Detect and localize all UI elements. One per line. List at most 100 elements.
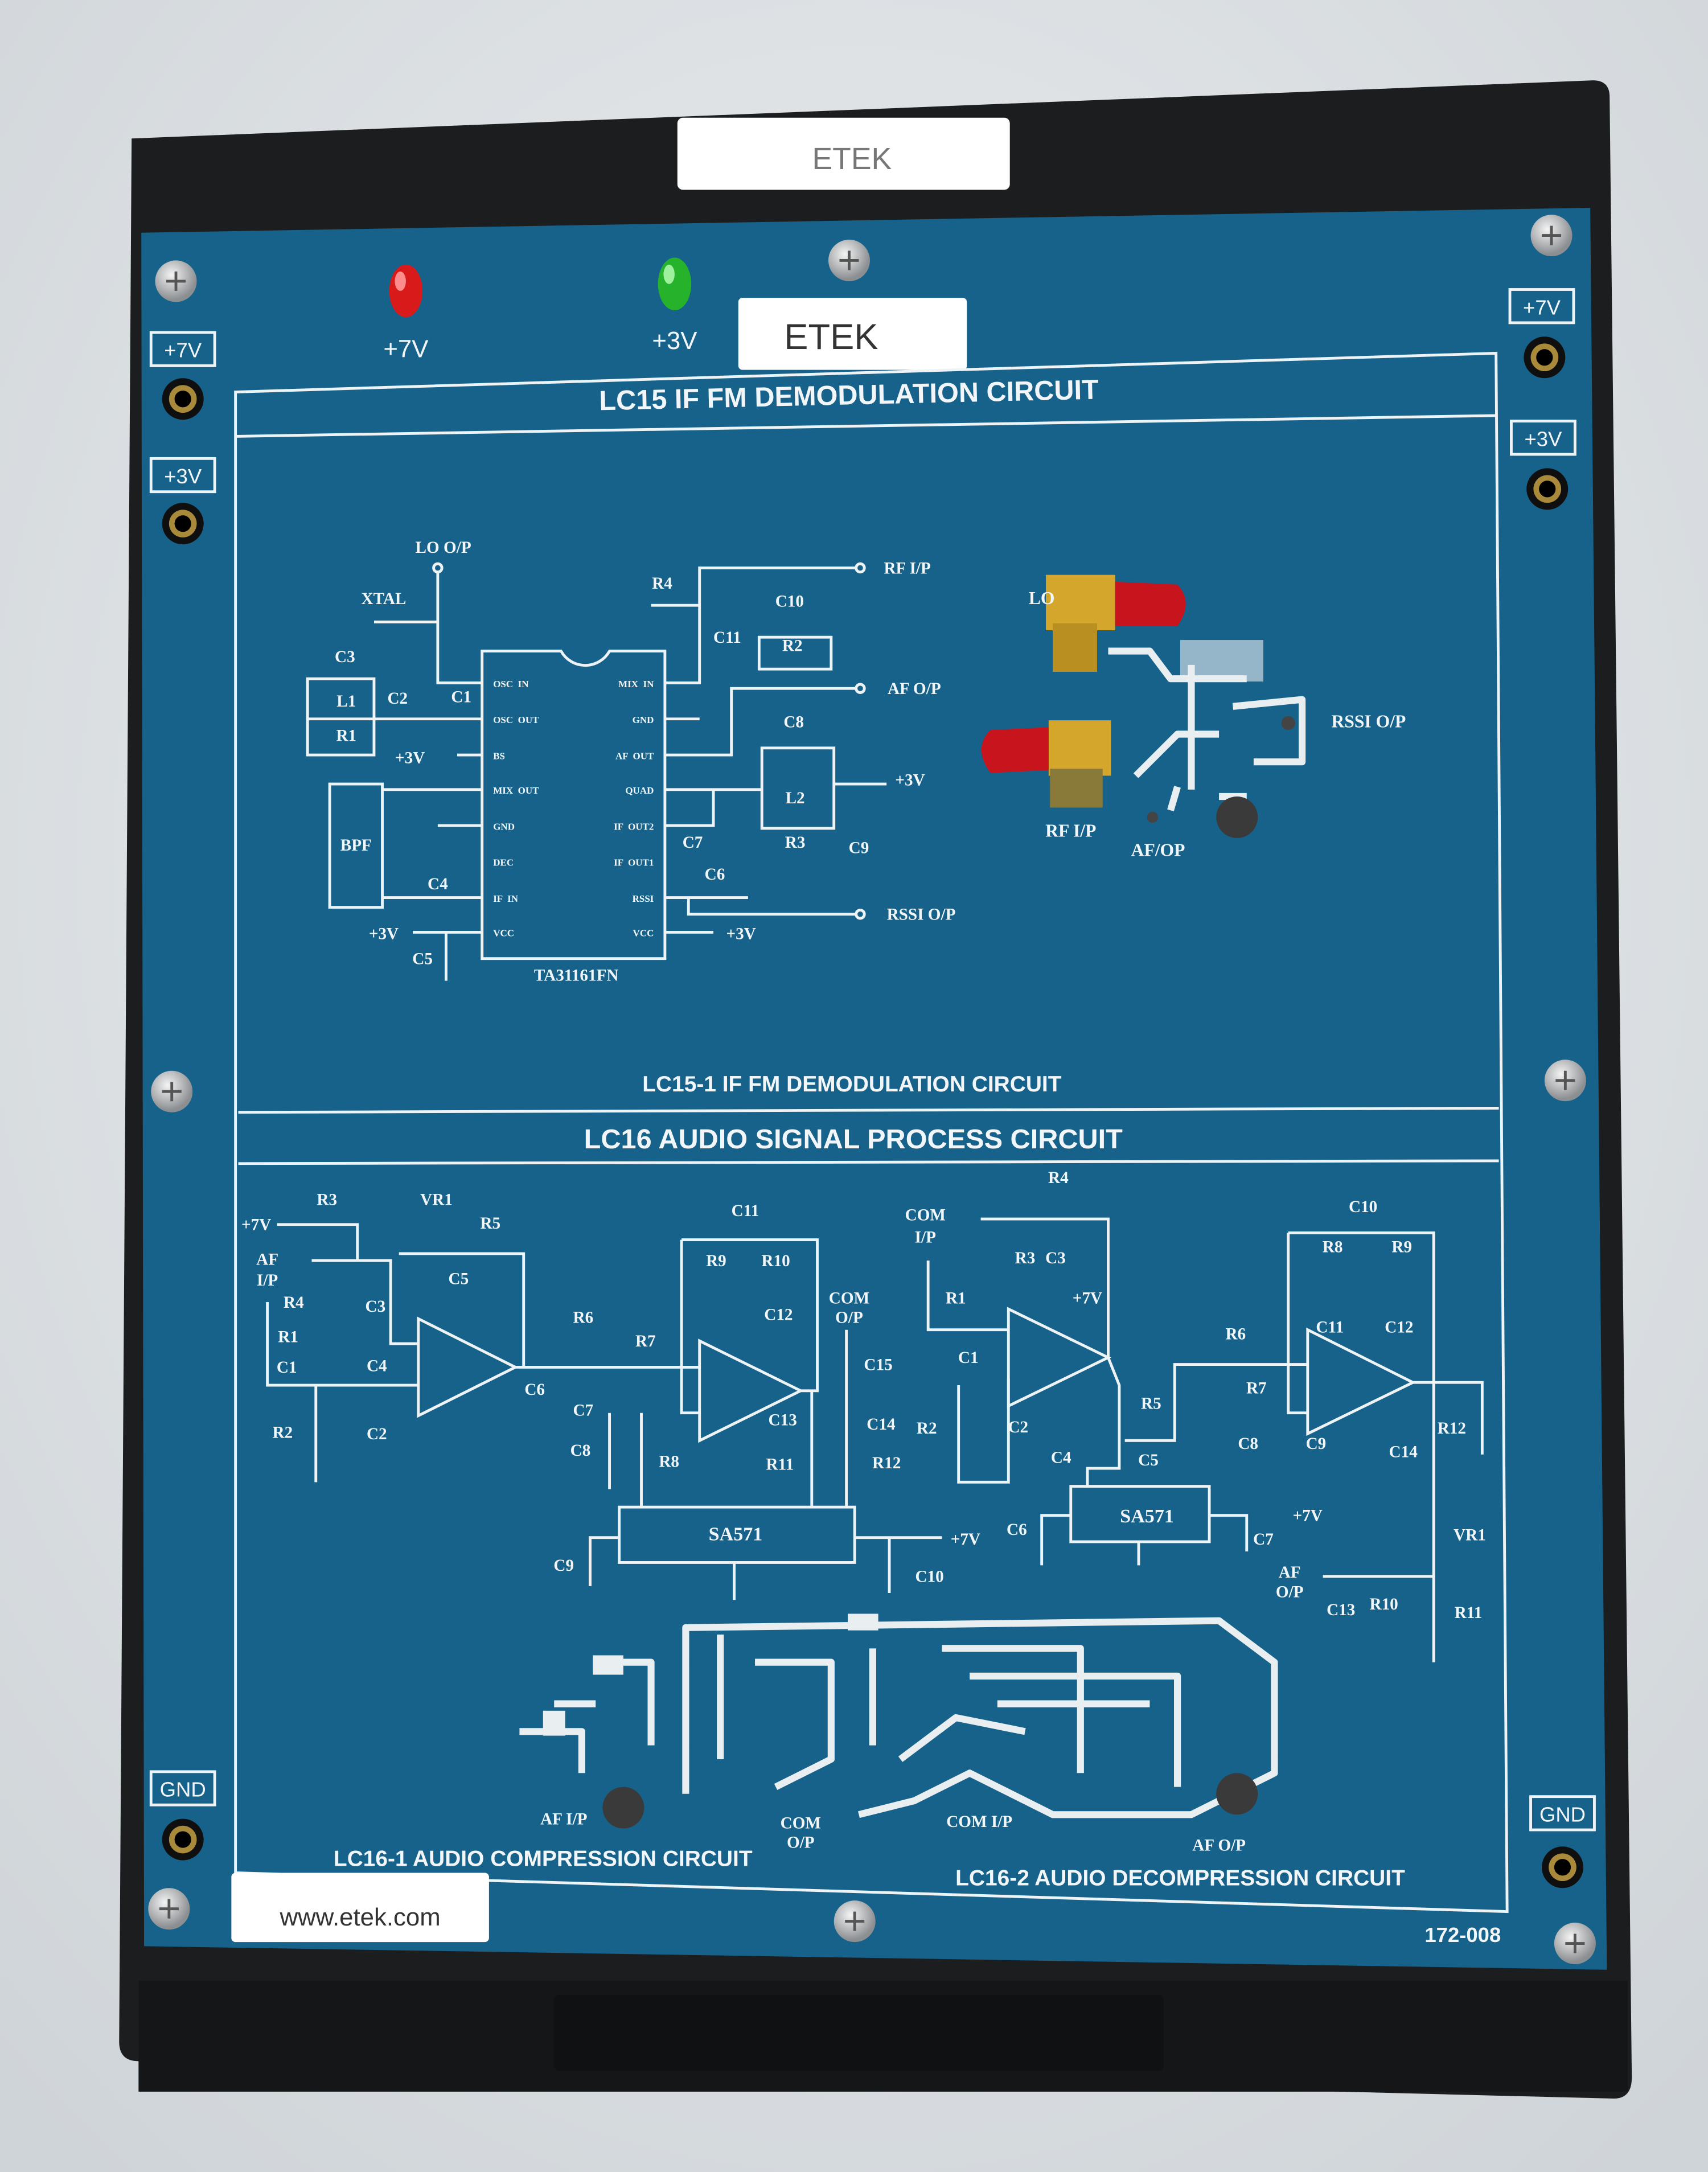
schematic-label: L2 [786, 789, 805, 807]
schematic-label: L1 [336, 692, 356, 711]
schematic-label: R6 [1225, 1325, 1246, 1344]
schematic-label: R2 [917, 1419, 937, 1438]
board-label-tag [738, 298, 967, 370]
schematic-label: C9 [1306, 1435, 1327, 1453]
schematic-label: R1 [278, 1328, 298, 1346]
schematic-label: C11 [732, 1202, 759, 1220]
schematic-label: C8 [570, 1442, 591, 1460]
schematic-label: R2 [273, 1423, 293, 1442]
ic-pin-left: VCC [493, 928, 514, 939]
schematic-label: R12 [1438, 1419, 1466, 1438]
lc15-subtitle: LC15-1 IF FM DEMODULATION CIRCUIT [642, 1072, 1062, 1097]
lc16-ic-left: SA571 [709, 1524, 763, 1545]
schematic-label: R10 [761, 1252, 790, 1270]
schematic-label: AF O/P [1192, 1837, 1246, 1855]
schematic-label: I/P [257, 1271, 278, 1290]
top-label-text: ETEK [812, 142, 892, 176]
website-tag [231, 1873, 489, 1943]
schematic-label: R6 [573, 1309, 593, 1327]
lc15-pcb-traces [1108, 640, 1306, 812]
schematic-label: R9 [1391, 1238, 1412, 1256]
schematic-label: RSSI O/P [887, 906, 956, 924]
schematic-label: C2 [367, 1425, 387, 1443]
schematic-label: C12 [764, 1306, 793, 1324]
schematic-label: C10 [1349, 1198, 1377, 1216]
lc16-2-subtitle: LC16-2 AUDIO DECOMPRESSION CIRCUIT [955, 1866, 1405, 1890]
lc16-title: LC16 AUDIO SIGNAL PROCESS CIRCUIT [584, 1124, 1123, 1155]
led-red-label: +7V [383, 335, 429, 363]
schematic-label: RF I/P [884, 559, 930, 577]
schematic-label: +3V [726, 925, 756, 943]
schematic-label: C8 [1238, 1435, 1258, 1453]
ic-pin-left: BS [493, 750, 505, 761]
right-gnd-label: GND [1539, 1803, 1586, 1826]
ic-pin-right: IF OUT2 [614, 821, 654, 832]
left-7v-label-box [149, 331, 216, 367]
schematic-label: R2 [782, 637, 803, 655]
schematic-label: C1 [958, 1349, 979, 1367]
schematic-label: AF/OP [1131, 840, 1185, 860]
led-red [389, 264, 423, 318]
schematic-label: R1 [336, 727, 356, 745]
top-label-tag [677, 117, 1010, 190]
schematic-label: R7 [635, 1332, 656, 1350]
schematic-label: +7V [241, 1216, 271, 1234]
schematic-label: VR1 [1454, 1526, 1486, 1545]
right-7v-label: +7V [1523, 295, 1561, 319]
schematic-label: C6 [705, 865, 725, 884]
ic-pin-right: VCC [633, 928, 654, 939]
schematic-label: R5 [480, 1214, 500, 1233]
ic-pin-right: MIX IN [618, 679, 654, 689]
trimmer-pot[interactable] [1216, 796, 1258, 838]
led-green [658, 257, 692, 310]
schematic-label: C14 [867, 1415, 896, 1434]
schematic-label: R3 [1015, 1249, 1036, 1267]
schematic-label: LO O/P [416, 539, 471, 557]
schematic-label: C15 [864, 1356, 892, 1374]
schematic-label: XTAL [362, 590, 407, 608]
schematic-label: COM [781, 1814, 821, 1833]
schematic-label: +7V [1293, 1506, 1323, 1525]
lc15-schematic [306, 562, 887, 981]
lc16-1-subtitle: LC16-1 AUDIO COMPRESSION CIRCUIT [334, 1846, 753, 1871]
schematic-label: C3 [1045, 1249, 1066, 1267]
schematic-label: C4 [428, 875, 448, 893]
ic-pin-left: OSC OUT [493, 715, 539, 725]
sma-connector-rf[interactable] [981, 720, 1111, 808]
schematic-label: R9 [706, 1252, 726, 1270]
ic-pin-right: RSSI [633, 893, 654, 904]
schematic-label: RSSI O/P [1331, 711, 1406, 731]
right-gnd-label-box [1529, 1795, 1596, 1832]
schematic-label: R10 [1369, 1595, 1398, 1613]
schematic-label: C4 [367, 1357, 387, 1376]
schematic-label: AF [1279, 1563, 1301, 1582]
schematic-label: C3 [366, 1298, 386, 1316]
schematic-label: R8 [659, 1453, 679, 1471]
schematic-label: AF O/P [888, 680, 941, 698]
schematic-label: AF [256, 1250, 278, 1268]
lc16-schematic [266, 1217, 1484, 1662]
schematic-label: I/P [915, 1228, 936, 1246]
schematic-label: COM I/P [946, 1813, 1012, 1831]
schematic-label: C12 [1385, 1319, 1413, 1337]
schematic-label: C6 [524, 1381, 545, 1399]
sma-connector-lo[interactable] [1045, 574, 1186, 672]
circuit-border [234, 351, 1509, 1914]
schematic-label: +7V [1073, 1289, 1102, 1307]
schematic-label: R4 [284, 1294, 304, 1312]
schematic-label: C7 [1253, 1530, 1274, 1549]
schematic-label: C9 [849, 839, 869, 857]
schematic-label: C5 [449, 1270, 469, 1288]
schematic-label: R4 [1048, 1169, 1069, 1187]
schematic-label: AF I/P [540, 1810, 587, 1828]
trimmer-pot-compression[interactable] [602, 1787, 644, 1829]
schematic-label: COM [829, 1289, 869, 1307]
trimmer-pot-decompression[interactable] [1216, 1773, 1258, 1815]
schematic-label: C13 [1327, 1601, 1355, 1619]
schematic-label: C6 [1007, 1521, 1027, 1539]
schematic-label: C1 [451, 688, 471, 707]
part-number: 172-008 [1424, 1923, 1501, 1947]
ic-pin-left: IF IN [493, 893, 519, 904]
schematic-label: R4 [652, 574, 672, 593]
